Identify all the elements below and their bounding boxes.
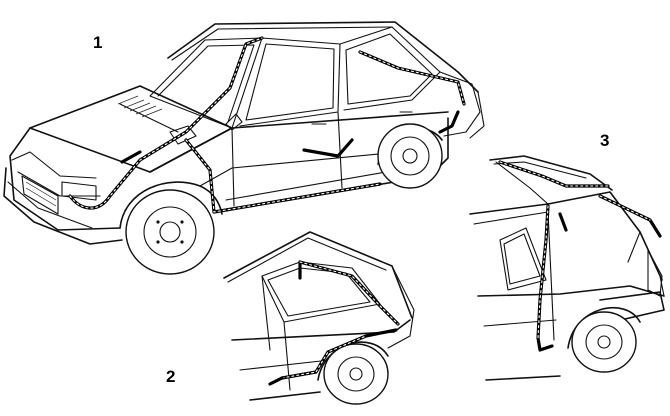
view-2-rear-quarter <box>223 231 415 405</box>
view-1-car <box>3 21 485 275</box>
view-3-tailgate <box>469 155 665 381</box>
view-3-label: 3 <box>600 131 610 150</box>
view-1-label: 1 <box>93 33 103 52</box>
view-2-label: 2 <box>166 367 176 386</box>
